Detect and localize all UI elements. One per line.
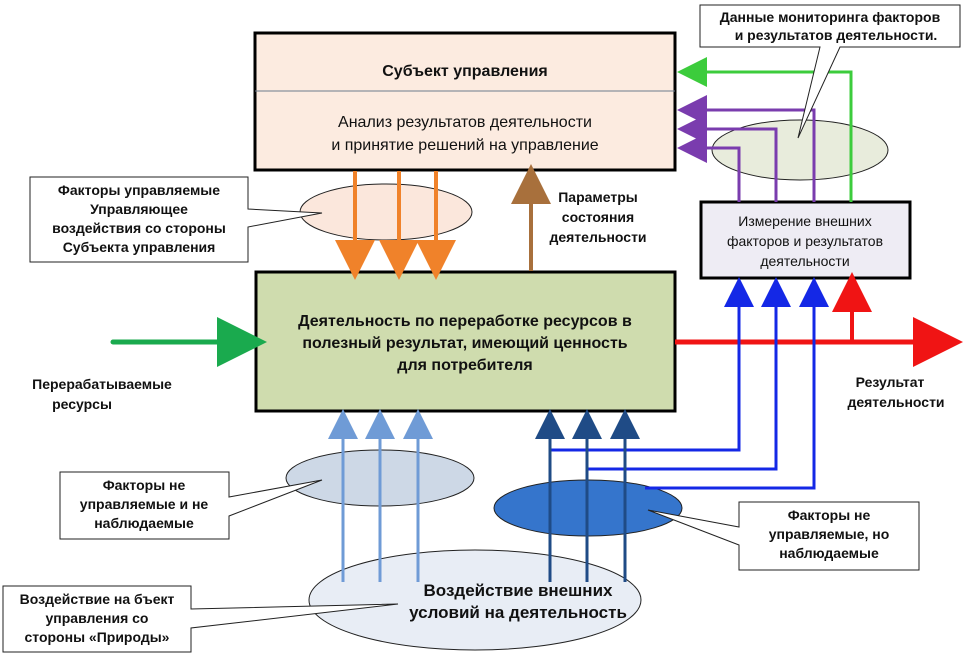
activity-box-line-2: полезный результат, имеющий ценность	[302, 335, 627, 352]
svg-text:наблюдаемые: наблюдаемые	[94, 515, 194, 531]
svg-text:Перерабатываемые: Перерабатываемые	[32, 376, 172, 392]
activity-box-line-3: для потребителя	[397, 357, 532, 374]
callout-monitoring-data: Данные мониторинга факторов и результато…	[699, 4, 961, 139]
callout-observed-factors: Факторы не управляемые, но наблюдаемые	[647, 501, 920, 571]
subject-box-title: Субъект управления	[382, 63, 548, 80]
svg-text:условий на деятельность: условий на деятельность	[409, 603, 627, 622]
svg-text:Субъекта управления: Субъекта управления	[63, 239, 216, 255]
svg-text:ресурсы: ресурсы	[52, 396, 112, 412]
feedback-arrow-factor-3	[677, 133, 741, 202]
external-conditions-label: Воздействие внешних условий на деятельно…	[409, 581, 627, 622]
controlled-factors-ellipse	[299, 183, 473, 241]
svg-text:деятельности: деятельности	[549, 229, 646, 245]
subject-box-line-2: и принятие решений на управление	[331, 137, 598, 154]
svg-text:Факторы управляемые: Факторы управляемые	[58, 182, 220, 198]
feedback-arrow-factor-2	[677, 114, 778, 202]
svg-text:управляемые, но: управляемые, но	[769, 526, 890, 542]
subject-of-control-box: Субъект управления Анализ результатов де…	[253, 31, 677, 172]
external-conditions-ellipse	[308, 549, 642, 651]
subject-box-line-1: Анализ результатов деятельности	[338, 114, 592, 131]
measure-box-line-2: факторов и результатов	[727, 233, 883, 249]
svg-text:Данные мониторинга факторов: Данные мониторинга факторов	[720, 9, 941, 25]
feedback-arrow-factor-1	[677, 95, 816, 202]
svg-text:Управляющее: Управляющее	[90, 201, 188, 217]
measure-arrow-1	[550, 277, 754, 452]
feedback-arrow-result	[677, 57, 853, 202]
state-parameters-label: Параметры состояния деятельности	[549, 189, 646, 245]
svg-text:воздействия со стороны: воздействия со стороны	[52, 220, 226, 236]
svg-text:Воздействие на бъект: Воздействие на бъект	[20, 591, 175, 607]
callout-unobserved-factors: Факторы не управляемые и не наблюдаемые	[59, 471, 323, 540]
measure-arrow-3	[645, 277, 829, 490]
svg-text:управляемые и не: управляемые и не	[80, 496, 209, 512]
svg-text:деятельности: деятельности	[847, 394, 944, 410]
svg-text:наблюдаемые: наблюдаемые	[779, 545, 879, 561]
resources-label: Перерабатываемые ресурсы	[32, 376, 172, 412]
svg-text:Воздействие внешних: Воздействие внешних	[424, 581, 614, 600]
measure-box-line-1: Измерение внешних	[738, 213, 871, 229]
svg-text:состояния: состояния	[562, 209, 634, 225]
svg-text:Параметры: Параметры	[558, 189, 638, 205]
svg-text:и результатов деятельности.: и результатов деятельности.	[735, 27, 938, 43]
callout-controlled-factors: Факторы управляемые Управляющее воздейст…	[29, 176, 323, 263]
activity-box-line-1: Деятельность по переработке ресурсов в	[298, 313, 632, 330]
callout-nature-impact: Воздействие на бъект управления со сторо…	[2, 585, 399, 653]
measure-box-line-3: деятельности	[760, 253, 849, 269]
svg-text:Результат: Результат	[856, 374, 925, 390]
monitoring-data-ellipse	[711, 119, 889, 181]
svg-text:стороны «Природы»: стороны «Природы»	[25, 629, 170, 645]
svg-text:Факторы не: Факторы не	[103, 477, 186, 493]
svg-text:Факторы не: Факторы не	[788, 507, 871, 523]
activity-box: Деятельность по переработке ресурсов в п…	[254, 270, 677, 413]
svg-text:управления со: управления со	[46, 610, 149, 626]
measure-arrow-2	[587, 277, 791, 471]
result-label: Результат деятельности	[847, 374, 944, 410]
measurement-box: Измерение внешних факторов и результатов…	[699, 200, 912, 280]
